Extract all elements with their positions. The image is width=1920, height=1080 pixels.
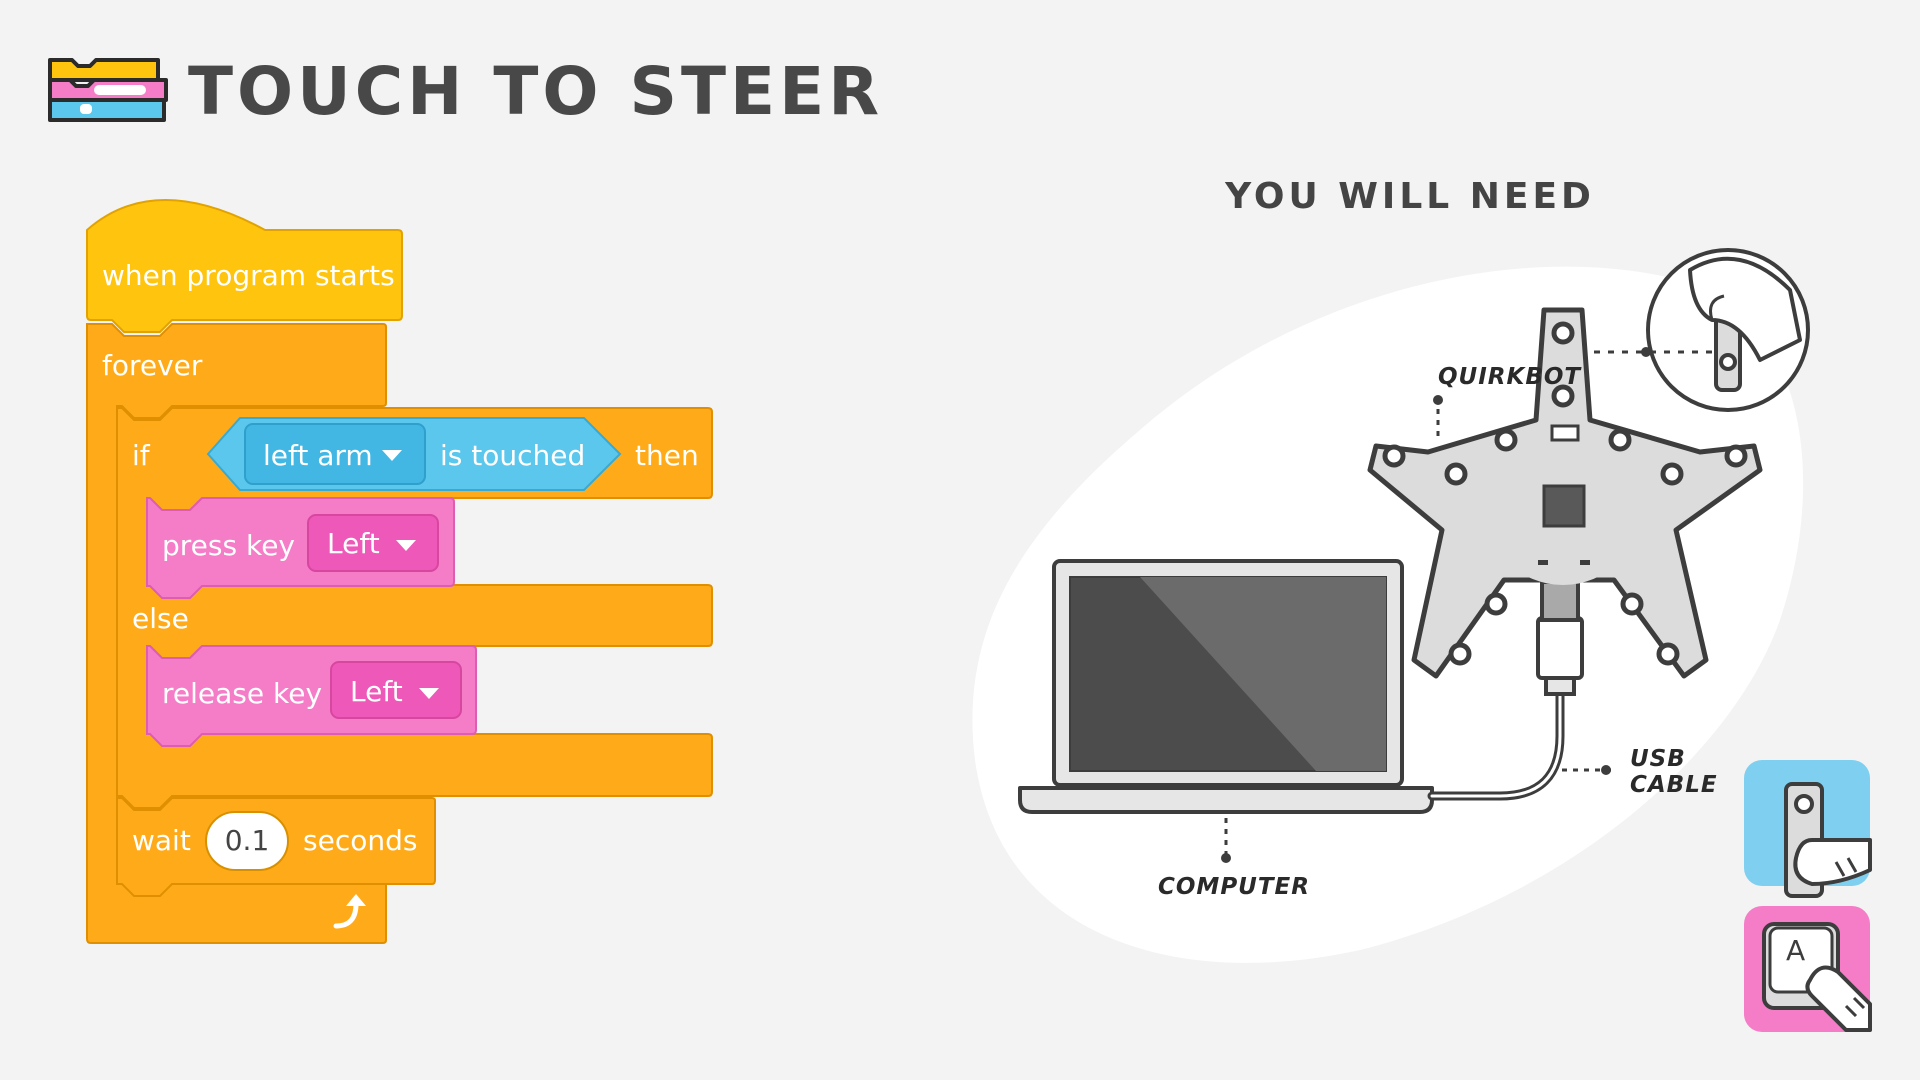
release-key-block[interactable]: release key Left	[146, 645, 477, 747]
release-key-label: release key	[162, 677, 322, 710]
seconds-label: seconds	[303, 824, 417, 857]
quirkbot-board	[1367, 307, 1763, 679]
chevron-down-icon	[382, 450, 402, 461]
press-key-dropdown-value: Left	[327, 527, 380, 560]
hardware-illustration: QUIRKBOT USB CABLE COMPUTER A	[972, 248, 1872, 1032]
event-hat-block[interactable]: when program starts	[86, 199, 403, 333]
if-label: if	[132, 439, 151, 472]
press-key-label: press key	[162, 529, 295, 562]
touch-sensor-card	[1744, 760, 1872, 898]
loop-arrow-icon	[333, 894, 366, 929]
keyboard-key-letter: A	[1786, 934, 1805, 967]
hat-label: when program starts	[102, 259, 395, 292]
page-title: TOUCH TO STEER	[188, 53, 884, 130]
wait-block[interactable]: wait 0.1 seconds	[116, 797, 436, 897]
wait-label: wait	[132, 824, 191, 857]
sensor-dropdown[interactable]: left arm	[244, 423, 426, 485]
usb-plug	[1536, 580, 1584, 696]
then-label: then	[635, 439, 699, 472]
usb-label-line2: CABLE	[1630, 772, 1718, 798]
computer-label: COMPUTER	[1158, 874, 1310, 900]
you-will-need-heading: YOU WILL NEED	[1225, 176, 1595, 217]
quirkbot-label: QUIRKBOT	[1438, 364, 1582, 390]
else-label: else	[132, 602, 189, 635]
code-blocks: when program starts forever if then else…	[86, 199, 713, 944]
press-key-block[interactable]: press key Left	[146, 497, 455, 599]
if-else-block[interactable]: if then else	[116, 407, 713, 809]
usb-label-line1: USB	[1630, 746, 1686, 772]
release-key-dropdown-value: Left	[350, 675, 403, 708]
code-blocks-icon	[48, 58, 168, 122]
is-touched-block[interactable]: left arm is touched	[206, 417, 622, 491]
release-key-dropdown[interactable]: Left	[330, 661, 462, 719]
chevron-down-icon	[419, 688, 439, 699]
wait-value-input[interactable]: 0.1	[205, 811, 289, 871]
wait-value: 0.1	[225, 824, 270, 857]
forever-label: forever	[102, 349, 203, 382]
laptop	[1018, 559, 1434, 814]
touch-zoom-circle	[1646, 248, 1810, 412]
press-key-dropdown[interactable]: Left	[307, 514, 439, 572]
sensor-dropdown-value: left arm	[263, 439, 373, 472]
chevron-down-icon	[396, 540, 416, 551]
is-touched-label: is touched	[440, 439, 585, 472]
keyboard-key-card: A	[1744, 906, 1872, 1032]
